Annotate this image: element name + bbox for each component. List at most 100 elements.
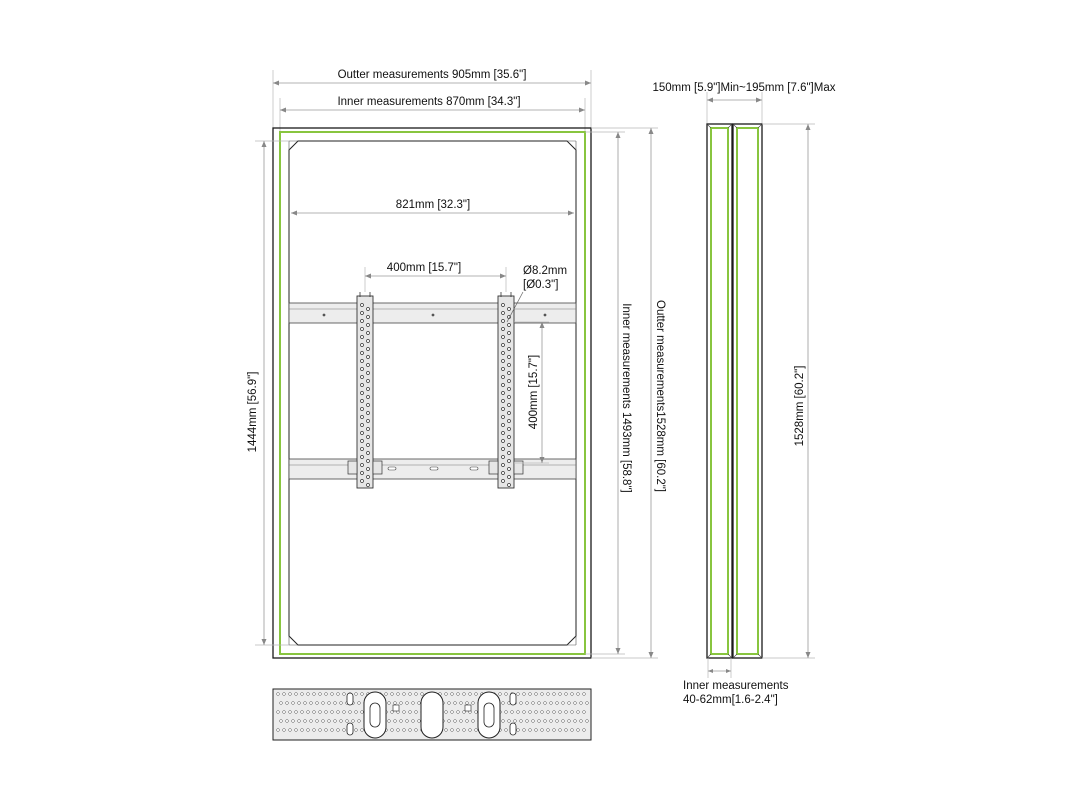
outer-width-label: Outter measurements 905mm [35.6"] [338,69,527,81]
perforation-hole [276,710,280,714]
bracket-hole [360,439,364,443]
perforation-hole [354,692,358,696]
perforation-hole [519,701,523,705]
perforation-hole [474,692,478,696]
perforation-hole [567,719,571,723]
depth-dimension: 150mm [5.9"]Min~195mm [7.6"]Max [653,82,836,124]
perforation-hole [549,719,553,723]
bracket-hole [366,339,370,343]
bracket-hole [366,387,370,391]
perforation-hole [447,701,451,705]
perforation-hole [393,701,397,705]
perforation-hole [321,701,325,705]
perforation-hole [474,728,478,732]
perforation-hole [291,701,295,705]
perforation-hole [471,719,475,723]
bracket-hole [501,343,505,347]
hole-diameter-in: [Ø0.3"] [523,279,558,291]
perforation-hole [465,701,469,705]
perforation-hole [567,701,571,705]
perforation-hole [276,728,280,732]
bracket-hole [501,399,505,403]
side-profile-back [732,123,763,659]
perforation-hole [315,719,319,723]
vesa-width-dimension: 400mm [15.7"] [364,262,507,292]
perforation-hole [306,710,310,714]
perforation-hole [333,701,337,705]
bracket-hole [366,307,370,311]
perforation-hole [342,692,346,696]
perforation-hole [573,701,577,705]
bracket-hole [507,475,511,479]
bracket-hole [501,415,505,419]
inner-outline [279,131,586,655]
perforation-hole [417,701,421,705]
hole-diameter-callout: Ø8.2mm [Ø0.3"] [506,265,567,323]
bracket-hole [366,419,370,423]
bracket-hole [366,323,370,327]
perforation-hole [552,710,556,714]
bracket-hole [501,431,505,435]
bracket-hole [507,403,511,407]
perforation-hole [528,692,532,696]
depth-range-label: 150mm [5.9"]Min~195mm [7.6"]Max [653,82,836,94]
bracket-hole [501,367,505,371]
perforation-hole [456,710,460,714]
perforation-hole [534,692,538,696]
bracket-hole [366,395,370,399]
bracket-hole [360,335,364,339]
perforation-hole [360,728,364,732]
usable-width-label: 821mm [32.3"] [396,199,470,211]
bracket-hole [501,319,505,323]
perforation-hole [402,710,406,714]
bracket-hole [366,467,370,471]
perforation-hole [408,728,412,732]
bracket-hole [501,439,505,443]
vesa-width-label: 400mm [15.7"] [387,262,461,274]
perforation-hole [546,728,550,732]
bracket-hole [366,475,370,479]
front-view: Outter measurements 905mm [35.6"] Inner … [247,69,666,659]
bracket-hole [366,451,370,455]
vesa-height-dimension: 400mm [15.7"] [514,321,549,464]
perforation-hole [330,710,334,714]
perforation-hole [522,728,526,732]
bracket-hole [507,443,511,447]
perforation-hole [528,710,532,714]
bracket-hole [501,335,505,339]
side-profile-front [706,123,733,659]
bracket-hole [366,355,370,359]
bracket-hole [501,351,505,355]
outer-height-dimension: Outter measurements1528mm [60.2"] [591,127,666,659]
bracket-hole [366,371,370,375]
perforation-hole [468,692,472,696]
perforation-hole [345,719,349,723]
perforation-hole [531,719,535,723]
perforation-hole [522,692,526,696]
perforation-hole [297,701,301,705]
perforation-hole [510,710,514,714]
perforation-hole [333,719,337,723]
perforation-hole [294,728,298,732]
perforation-hole [399,719,403,723]
bracket-hole [360,447,364,451]
perforation-hole [390,728,394,732]
perforation-hole [282,710,286,714]
perforation-hole [357,701,361,705]
perforation-hole [576,728,580,732]
perforation-hole [570,692,574,696]
perforation-hole [396,692,400,696]
perforation-hole [579,701,583,705]
bracket-hole [366,347,370,351]
perforation-hole [402,728,406,732]
inner-height-dimension: Inner measurements 1493mm [58.8"] [585,131,632,655]
perforation-hole [546,710,550,714]
perforation-hole [540,710,544,714]
bracket-hole [507,363,511,367]
perforation-hole [306,692,310,696]
bracket-hole [366,363,370,367]
perforation-hole [384,692,388,696]
bracket-hole [360,407,364,411]
perforation-hole [570,710,574,714]
perforation-hole [552,728,556,732]
